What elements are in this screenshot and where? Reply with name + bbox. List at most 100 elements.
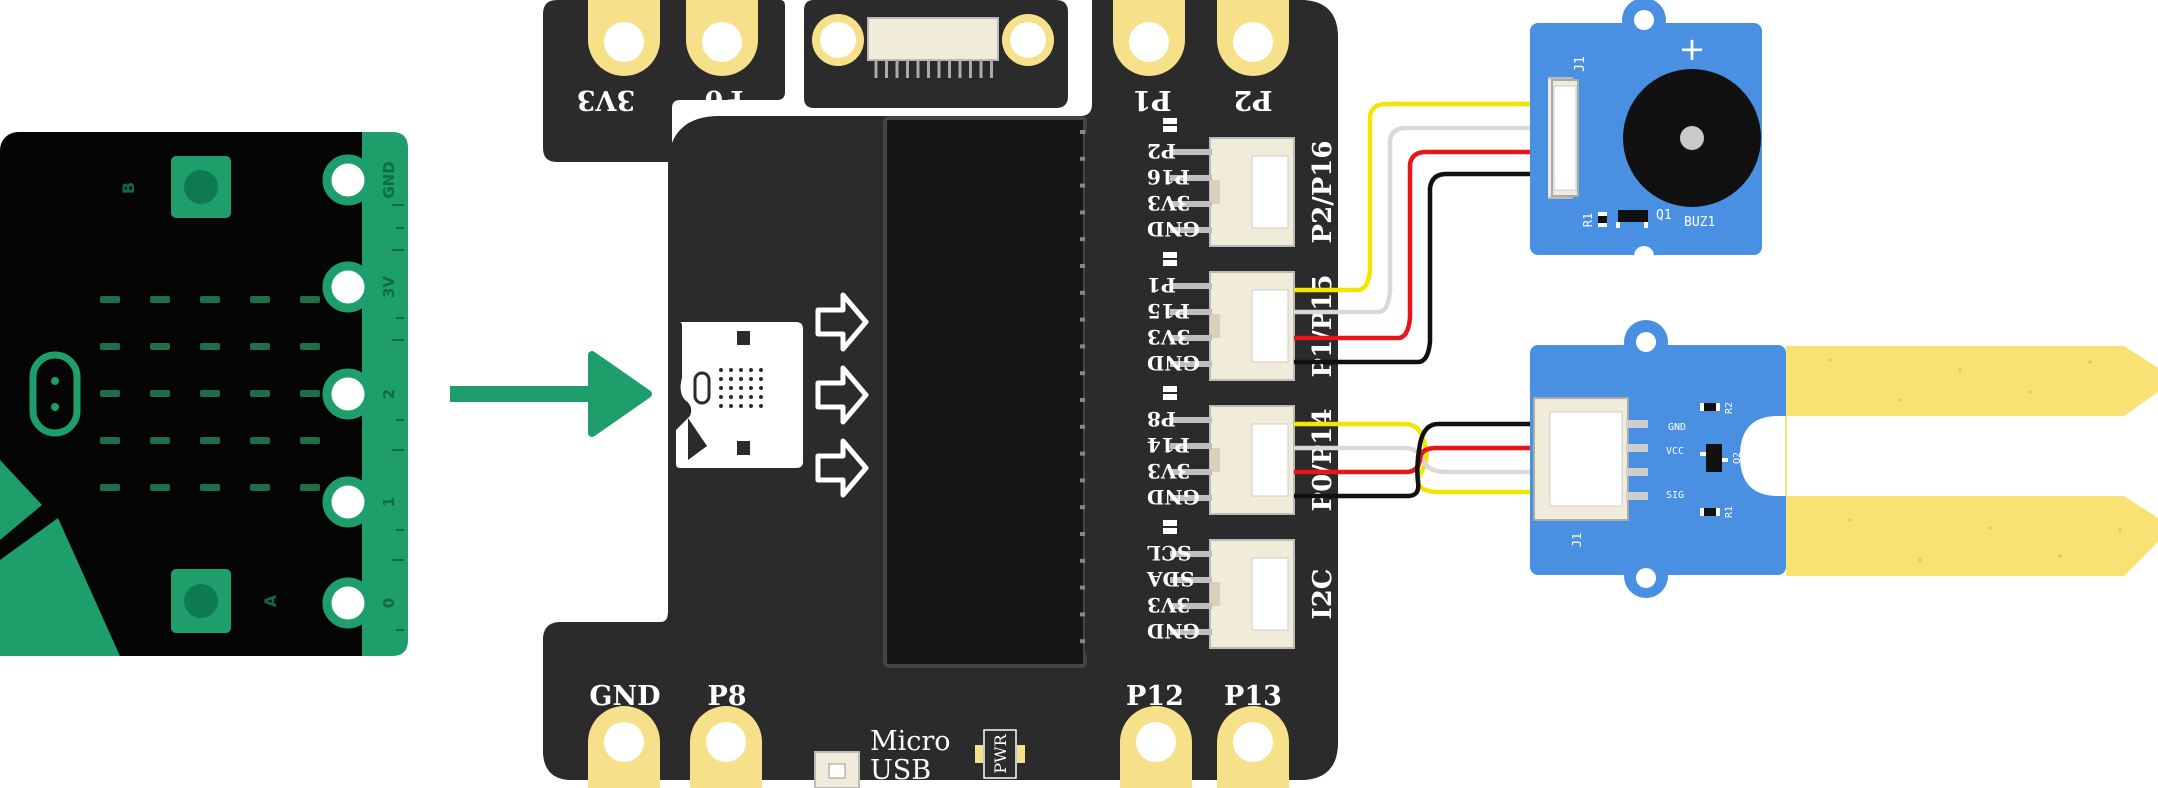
moisture-r2-label: R2 (1724, 402, 1735, 414)
badge-led (729, 377, 733, 381)
badge-led (749, 368, 753, 372)
microbit-pin-label-3v: 3V (380, 276, 398, 298)
badge-led (739, 368, 743, 372)
pad-p0 (702, 22, 742, 62)
port-pin (1170, 361, 1212, 367)
probe-dot (1958, 368, 1962, 372)
badge-led (739, 386, 743, 390)
top-ffc-connector (812, 14, 1054, 78)
microbit-board: GND 3V 2 1 0 B A (0, 132, 408, 656)
microbit-pin-rings (322, 154, 374, 629)
port-pin (1170, 417, 1212, 423)
port-pin (1170, 309, 1212, 315)
port-pin-label: 3V3 (1147, 191, 1190, 215)
badge-led (759, 368, 763, 372)
led (200, 390, 220, 397)
badge-led (739, 395, 743, 399)
probe-dot (1918, 558, 1922, 562)
moisture-wire-white (1294, 445, 1532, 475)
microbit-pin-label-2: 2 (380, 389, 398, 399)
insert-arrow (450, 351, 652, 437)
bottom-pin-label-p13: P13 (1224, 681, 1282, 712)
port-pin-label: P8 (1147, 407, 1176, 431)
badge-led (759, 386, 763, 390)
port-pin-label: 3V3 (1147, 325, 1190, 349)
port-pin (1170, 551, 1212, 557)
moisture-pin-label-gnd: GND (1668, 422, 1686, 433)
port-pin-label: P1 (1147, 273, 1176, 297)
moisture-connector-label: J1 (1570, 533, 1584, 547)
pad-p13 (1233, 722, 1273, 762)
microbit-pin-1 (322, 476, 374, 528)
led (100, 390, 120, 397)
led (100, 343, 120, 350)
top-pin-label-p0: P0 (704, 84, 743, 115)
led (250, 343, 270, 350)
pad-p1 (1129, 22, 1169, 62)
badge-led (749, 377, 753, 381)
led (150, 390, 170, 397)
probe-dot (2058, 554, 2062, 558)
led (150, 296, 170, 303)
port-pin (1170, 443, 1212, 449)
port-pin (1170, 201, 1212, 207)
badge-led (719, 377, 723, 381)
buzzer-module: J1 + R1 Q1 BUZ1 (1530, 0, 1762, 266)
microbit-badge-icon (676, 322, 803, 468)
probe-dot (1898, 398, 1902, 402)
led (300, 343, 320, 350)
moisture-r1-label: R1 (1724, 506, 1735, 518)
port-pin (1170, 227, 1212, 233)
pad-p8 (706, 722, 746, 762)
probe-dot (1848, 518, 1852, 522)
badge-led (719, 395, 723, 399)
pwr-led (983, 729, 1017, 779)
moisture-pin-label-vcc: VCC (1666, 446, 1684, 457)
badge-led (729, 386, 733, 390)
bottom-pads (588, 706, 1289, 788)
badge-led (719, 368, 723, 372)
port-pin (1170, 149, 1212, 155)
badge-led (749, 395, 753, 399)
buzzer-wire-black (1294, 171, 1573, 365)
port-pin-label: P16 (1147, 165, 1190, 189)
led (250, 437, 270, 444)
microbit-led-matrix (100, 296, 320, 491)
top-pads (588, 0, 1289, 76)
port-pin (1170, 335, 1212, 341)
badge-led (739, 404, 743, 408)
top-pin-label-3v3: 3V3 (577, 84, 636, 115)
badge-led (729, 395, 733, 399)
probe-dot (1988, 526, 1992, 530)
port-pin-label: P14 (1147, 433, 1190, 457)
microbit-pin-label-gnd: GND (380, 161, 398, 198)
led (250, 296, 270, 303)
microbit-pin-2 (322, 368, 374, 420)
microbit-button-a-label: A (261, 594, 280, 607)
probe-dot (2118, 528, 2122, 532)
port-pin-label: GND (1147, 351, 1200, 375)
led (300, 437, 320, 444)
buzzer-plus-label: + (1679, 30, 1706, 68)
probe-dot (1828, 358, 1832, 362)
port-pin-label: P15 (1147, 299, 1190, 323)
badge-led (759, 404, 763, 408)
led (100, 296, 120, 303)
badge-led (759, 377, 763, 381)
badge-led (739, 377, 743, 381)
microbit-button-b-label: B (119, 182, 138, 194)
pad-gnd (604, 722, 644, 762)
moisture-sensor-module: J1 GND VCC SIG R2 Q2 R1 (1530, 320, 2158, 598)
bottom-pin-label-p12: P12 (1126, 681, 1184, 712)
buzzer-mount-hole-top (1634, 10, 1654, 30)
buzzer-wire-yellow (1294, 101, 1573, 293)
port-name-label: P2/P16 (1308, 141, 1338, 244)
microbit-pin-0 (322, 577, 374, 629)
microbit-logo (29, 351, 81, 437)
port-pin (1170, 495, 1212, 501)
led (200, 484, 220, 491)
badge-led (729, 404, 733, 408)
port-pin-label: GND (1147, 619, 1200, 643)
bottom-pin-label-p8: P8 (707, 681, 746, 712)
